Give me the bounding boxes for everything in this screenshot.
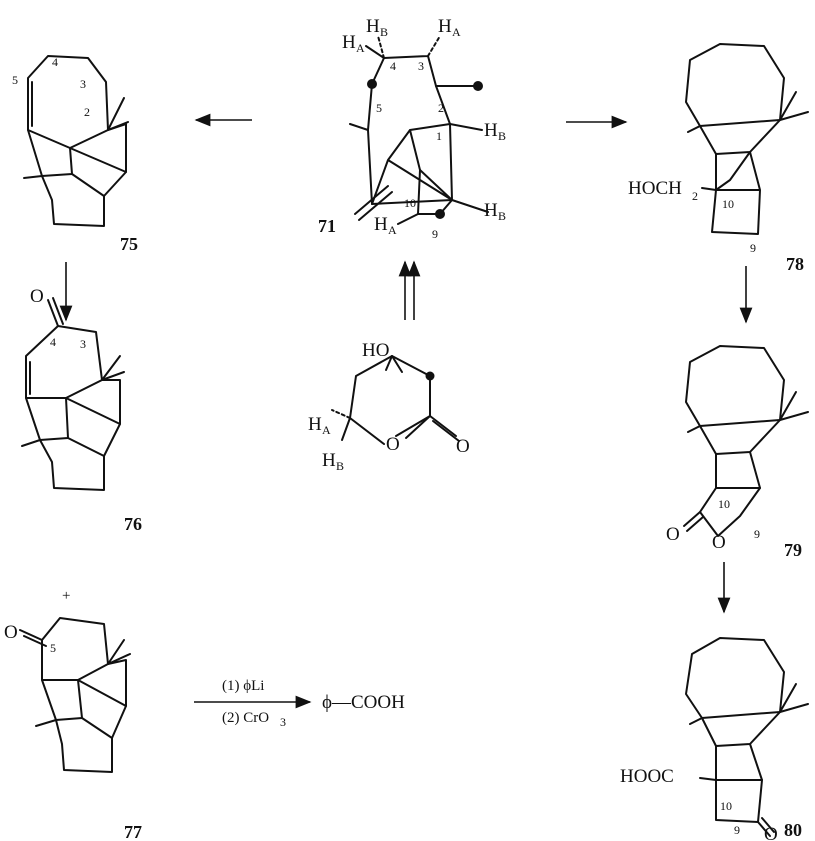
reagent-step2-subscript: 3: [280, 715, 286, 729]
compound-number-79: 79: [784, 540, 802, 560]
atom-H: H: [322, 450, 336, 471]
atom-number-4: 4: [50, 335, 56, 349]
atom-number-9: 9: [734, 823, 740, 837]
compound-77-structure: [19, 617, 131, 773]
compound-number-80: 80: [784, 820, 802, 840]
atom-sub-B: B: [380, 25, 388, 39]
atom-number-5: 5: [12, 73, 18, 87]
atom-number-10: 10: [720, 799, 732, 813]
compound-79-structure: [683, 345, 809, 537]
atom-number-3: 3: [80, 77, 86, 91]
compound-number-76: 76: [124, 514, 142, 534]
atom-H: H: [438, 16, 452, 37]
compound-75-structure: [23, 55, 129, 227]
plus-sign: +: [62, 588, 70, 604]
reagent-step2: (2) CrO: [222, 710, 269, 726]
compound-number-71: 71: [318, 216, 336, 236]
atom-number-9: 9: [432, 227, 438, 241]
atom-O: O: [386, 434, 400, 455]
degradation-product: ϕ—COOH: [322, 692, 405, 713]
atom-O: O: [4, 622, 18, 643]
atom-number-4: 4: [52, 55, 58, 69]
atom-number-2: 2: [84, 105, 90, 119]
atom-sub-B: B: [336, 459, 344, 473]
atom-sub-B: B: [498, 129, 506, 143]
atom-number-2: 2: [438, 101, 444, 115]
compound-76-structure: [21, 297, 125, 491]
atom-O: O: [764, 824, 778, 841]
atom-sub-B: B: [498, 209, 506, 223]
atom-H: H: [374, 214, 388, 235]
atom-H: H: [366, 16, 380, 37]
mevalonolactone-structure: [331, 355, 460, 445]
atom-number-10: 10: [722, 197, 734, 211]
atom-O: O: [30, 286, 44, 307]
atom-number-1: 1: [436, 129, 442, 143]
atom-number-9: 9: [750, 241, 756, 255]
atom-H: H: [484, 200, 498, 221]
atom-HO: HO: [362, 340, 389, 361]
atom-number-3: 3: [418, 59, 424, 73]
compound-71-structure: [349, 35, 489, 225]
atom-number-10: 10: [404, 196, 416, 210]
atom-HOOC: HOOC: [620, 766, 674, 787]
atom-number-5: 5: [50, 641, 56, 655]
atom-number-10: 10: [718, 497, 730, 511]
compound-80-structure: [685, 637, 809, 837]
atom-O: O: [666, 524, 680, 545]
compound-number-77: 77: [124, 822, 142, 841]
atom-number-3: 3: [80, 337, 86, 351]
atom-H: H: [342, 32, 356, 53]
compound-78-structure: [685, 43, 809, 235]
atom-H: H: [484, 120, 498, 141]
atom-O: O: [456, 436, 470, 457]
atom-sub-A: A: [322, 423, 331, 437]
compound-number-75: 75: [120, 234, 138, 254]
atom-number-5: 5: [376, 101, 382, 115]
atom-sub-A: A: [388, 223, 397, 237]
atom-O: O: [712, 532, 726, 553]
reagent-step1: (1) ϕLi: [222, 678, 264, 694]
atom-HOCH: HOCH: [628, 178, 682, 199]
compound-number-78: 78: [786, 254, 804, 274]
atom-sub-A: A: [452, 25, 461, 39]
atom-sub-A: A: [356, 41, 365, 55]
atom-number-4: 4: [390, 59, 396, 73]
atom-sub-2: 2: [692, 189, 698, 203]
atom-number-9: 9: [754, 527, 760, 541]
atom-H: H: [308, 414, 322, 435]
